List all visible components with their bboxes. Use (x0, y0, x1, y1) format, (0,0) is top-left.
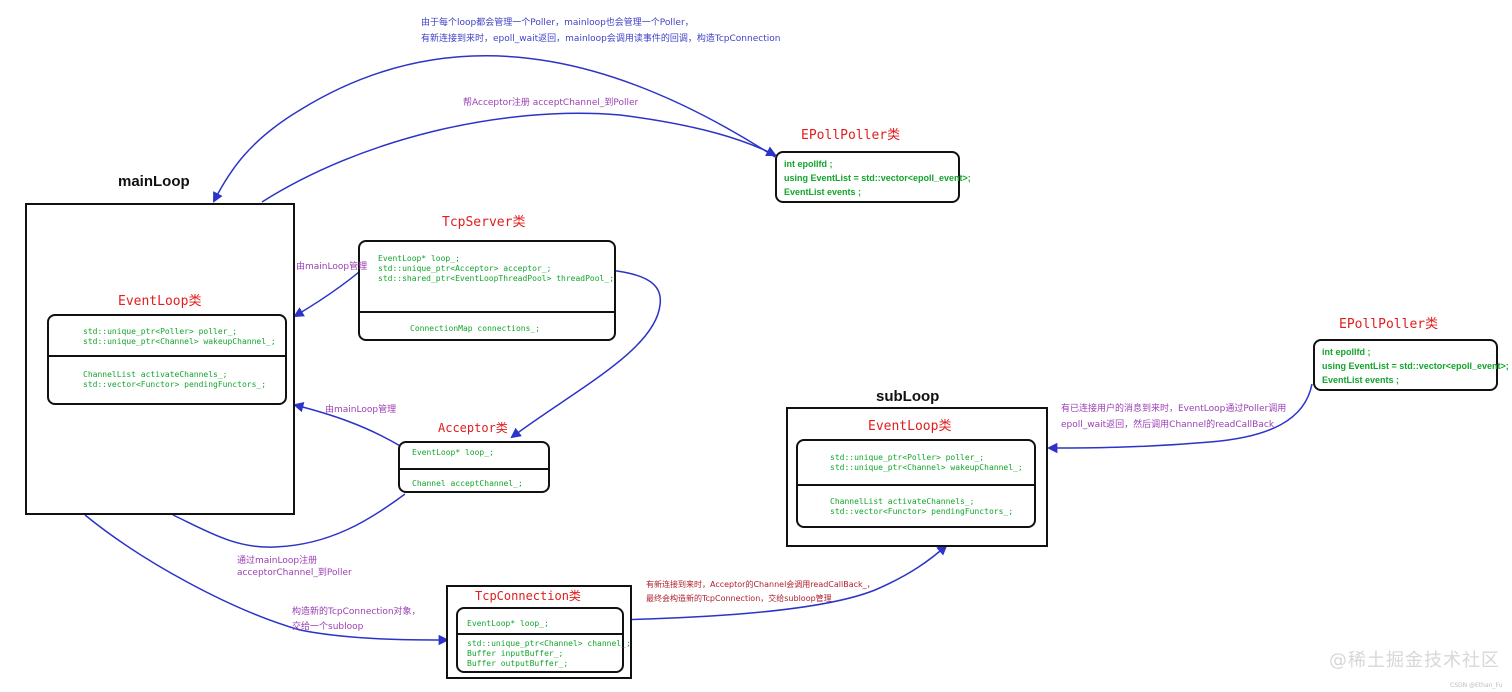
tcpserver-box: EventLoop* loop_; std::unique_ptr<Accept… (358, 240, 616, 341)
subloop-box: EventLoop类 std::unique_ptr<Poller> polle… (786, 407, 1048, 547)
tcpserver-line-3: std::shared_ptr<EventLoopThreadPool> thr… (378, 274, 615, 283)
arrow-epoll-right-subloop (1046, 383, 1313, 454)
event-loop-main-line-3: ChannelList activateChannels_; (83, 370, 228, 379)
epoll-top-class-label: EPollPoller类 (801, 128, 901, 143)
subloop-title: subLoop (876, 388, 940, 405)
tcpconnection-outer-box: TcpConnection类 EventLoop* loop_; std::un… (446, 585, 632, 679)
tcpconnection-line-4: Buffer outputBuffer_; (467, 659, 569, 668)
epoll-top-box: int epollfd ; using EventList = std::vec… (775, 151, 971, 203)
mainloop-box: EventLoop类 std::unique_ptr<Poller> polle… (25, 203, 295, 515)
arrow-acceptor-mainloop (292, 402, 403, 448)
epoll-top-line-1: int epollfd ; (784, 159, 833, 169)
top-annotation-line-2: 有新连接到来时，epoll_wait返回，mainloop会调用读事件的回调，构… (421, 34, 781, 44)
event-loop-main-line-4: std::vector<Functor> pendingFunctors_; (83, 380, 267, 389)
event-loop-main-line-2: std::unique_ptr<Channel> wakeupChannel_; (83, 337, 276, 346)
tcpserver-divider (360, 311, 614, 313)
construct-annotation-line-2: 交给一个subloop (292, 622, 364, 632)
tcpconnection-line-2: std::unique_ptr<Channel> channel_; (467, 639, 631, 648)
event-loop-sub-box: std::unique_ptr<Poller> poller_; std::un… (796, 439, 1036, 528)
new-connection-annotation-line-2: 最终会构造新的TcpConnection，交给subloop管理 (646, 594, 832, 603)
event-loop-sub-line-4: std::vector<Functor> pendingFunctors_; (830, 507, 1014, 516)
watermark-text: @稀土掘金技术社区 (1329, 650, 1500, 671)
new-connection-annotation-line-1: 有新连接到来时，Acceptor的Channel会调用readCallBack_… (646, 580, 875, 589)
tcpserver-line-2: std::unique_ptr<Acceptor> acceptor_; (378, 264, 552, 273)
construct-annotation-line-1: 构造新的TcpConnection对象， (292, 607, 421, 617)
event-loop-sub-line-1: std::unique_ptr<Poller> poller_; (830, 453, 985, 462)
epoll-right-line-3: EventList events ; (1322, 375, 1400, 385)
mainloop-title: mainLoop (118, 173, 190, 190)
tcpconnection-line-1: EventLoop* loop_; (467, 619, 549, 628)
event-loop-main-box: std::unique_ptr<Poller> poller_; std::un… (47, 314, 287, 405)
epoll-right-box: int epollfd ; using EventList = std::vec… (1313, 339, 1509, 391)
event-loop-main-class-label: EventLoop类 (118, 294, 202, 309)
epoll-right-class-label: EPollPoller类 (1339, 317, 1439, 332)
register-annotation-line-1: 通过mainLoop注册 (237, 556, 318, 566)
acceptor-line-1: EventLoop* loop_; (412, 448, 494, 457)
acceptor-class-label: Acceptor类 (438, 421, 508, 435)
event-loop-sub-line-3: ChannelList activateChannels_; (830, 497, 975, 506)
tcpconnection-box: EventLoop* loop_; std::unique_ptr<Channe… (456, 607, 631, 673)
event-loop-sub-class-label: EventLoop类 (868, 419, 952, 434)
event-loop-sub-divider (798, 484, 1034, 486)
user-message-annotation-line-1: 有已连接用户的消息到来时，EventLoop通过Poller调用 (1061, 404, 1287, 414)
event-loop-main-divider (49, 355, 285, 357)
arrow-mainloop-epoll-top-upper (213, 55, 776, 203)
epoll-top-line-3: EventList events ; (784, 187, 862, 197)
tcpserver-managed-annotation: 由mainLoop管理 (296, 262, 368, 272)
tcpconnection-divider (458, 633, 622, 635)
tcpserver-class-label: TcpServer类 (442, 215, 526, 230)
tcpserver-line-4: ConnectionMap connections_; (410, 324, 541, 333)
tcpconnection-line-3: Buffer inputBuffer_; (467, 649, 564, 658)
register-annotation-line-2: acceptorChannel_到Poller (237, 568, 352, 578)
acceptor-divider (400, 468, 548, 470)
tcpconnection-class-label: TcpConnection类 (475, 589, 581, 603)
event-loop-sub-line-2: std::unique_ptr<Channel> wakeupChannel_; (830, 463, 1023, 472)
watermark-small-text: CSDN @Ethan_Fu (1450, 682, 1503, 689)
epoll-right-line-2: using EventList = std::vector<epoll_even… (1322, 361, 1509, 371)
acceptor-line-2: Channel acceptChannel_; (412, 479, 523, 488)
event-loop-main-line-1: std::unique_ptr<Poller> poller_; (83, 327, 238, 336)
acceptor-managed-annotation: 由mainLoop管理 (325, 405, 397, 415)
arrow-tcpconnection-subloop (539, 544, 948, 622)
user-message-annotation-line-2: epoll_wait返回，然后调用Channel的readCallBack (1061, 420, 1275, 430)
top-annotation-line-1: 由于每个loop都会管理一个Poller，mainloop也会管理一个Polle… (421, 18, 694, 28)
arrow-mainloop-tcpconnection (84, 514, 450, 646)
epoll-top-line-2: using EventList = std::vector<epoll_even… (784, 173, 971, 183)
epoll-right-line-1: int epollfd ; (1322, 347, 1371, 357)
arrow-acceptor-register-poller (172, 493, 406, 548)
acceptor-register-annotation: 帮Acceptor注册 acceptChannel_到Poller (463, 98, 639, 108)
arrow-mainloop-epoll-top-lower (261, 112, 777, 203)
tcpserver-line-1: EventLoop* loop_; (378, 254, 460, 263)
acceptor-box: EventLoop* loop_; Channel acceptChannel_… (398, 441, 550, 493)
